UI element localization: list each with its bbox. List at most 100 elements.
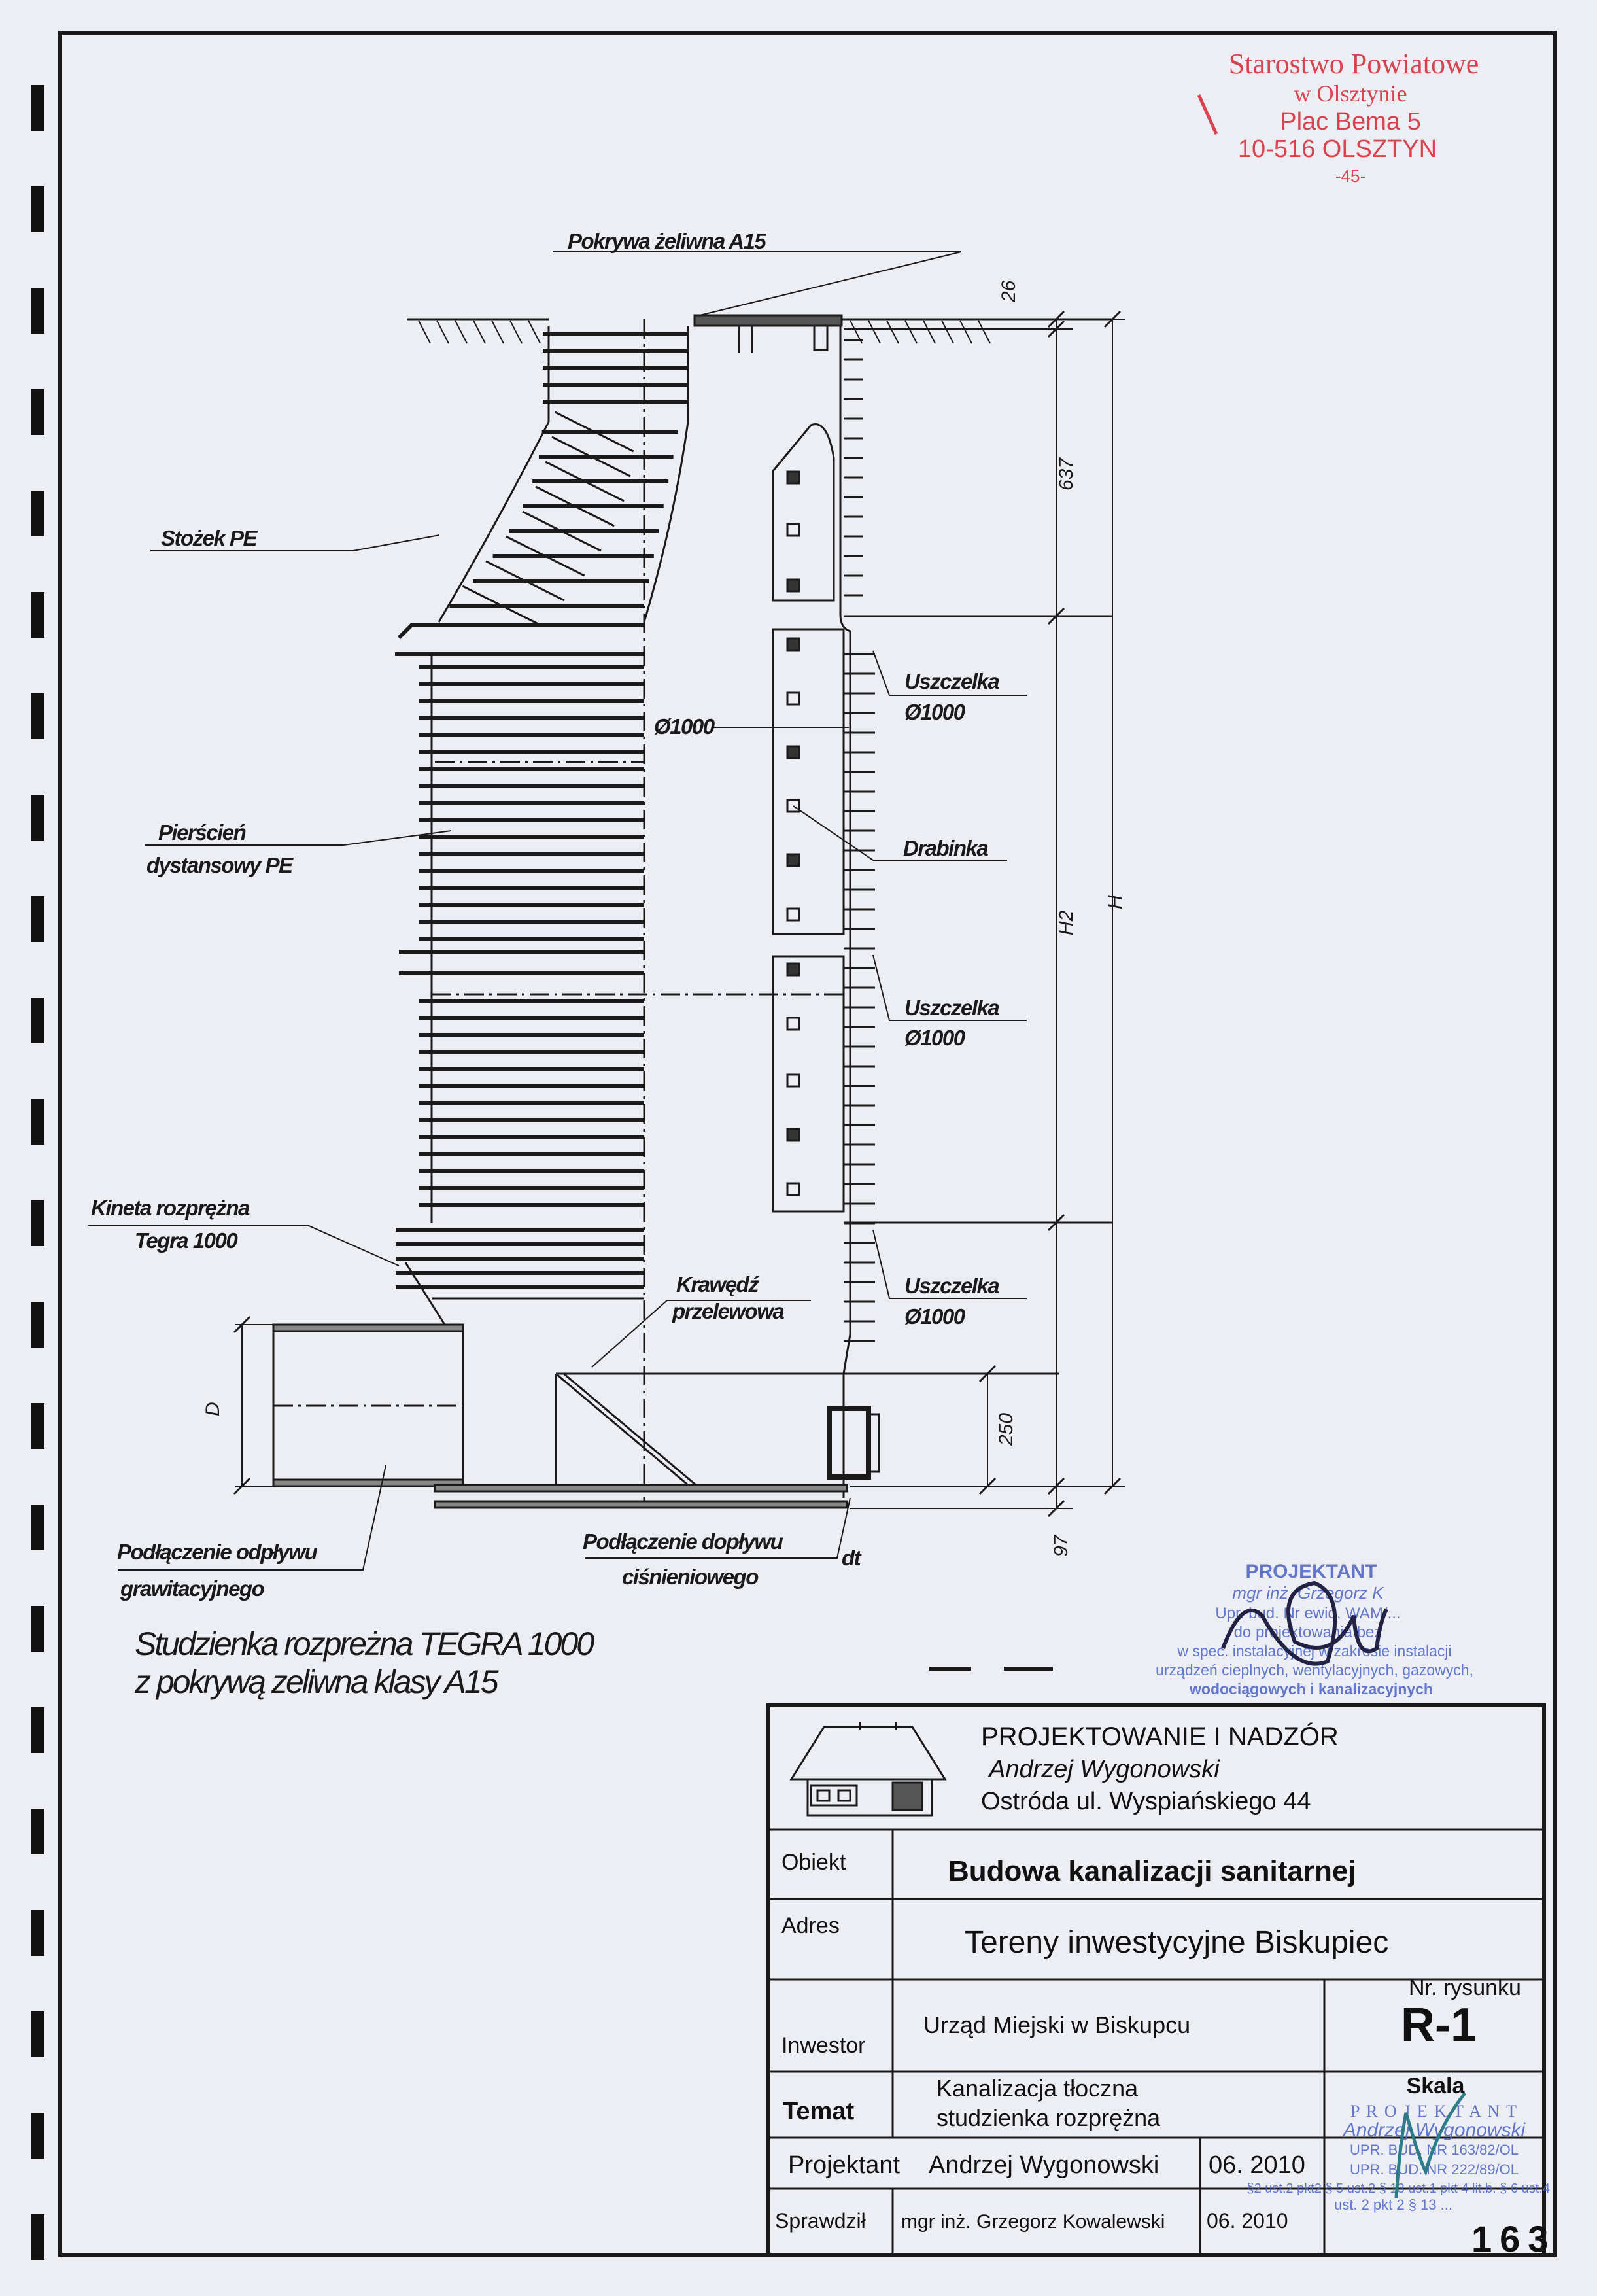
hatch-mark [509,320,523,344]
caption-line-2: z pokrywą zeliwna klasy A15 [134,1663,499,1700]
obiekt-value: Budowa kanalizacji sanitarnej [948,1855,1356,1887]
cone-diagonal [522,510,602,552]
binding-hole [31,2011,44,2057]
binding-hole [31,288,44,334]
stamp-line-2: w Olsztynie [1294,80,1407,107]
title-block-grid [768,1828,1544,2255]
author-stamp: P R O J E K T A N T Andrzej Wygonowski U… [1246,2092,1550,2213]
label-seal-2a: Uszczelka [904,996,999,1020]
ladder-rung [786,1017,800,1031]
cone-diagonal [551,436,631,478]
projektant-date: 06. 2010 [1209,2151,1305,2179]
leader-ladder [793,805,1007,861]
label-cover: Pokrywa żeliwna A15 [568,229,766,253]
dim-D: D [202,1402,224,1416]
binding-hole [31,1707,44,1753]
leader-seal-3 [872,1229,1027,1299]
kineta-wall [404,1262,644,1325]
shaft-right-wall [839,326,851,1498]
designer-stamp-line: do projektowania bez [1234,1624,1382,1641]
label-seal-2b: Ø1000 [904,1026,966,1050]
binding-hole [31,693,44,739]
label-dt: dt [842,1546,863,1570]
label-outlet-b: grawitacyjnego [120,1576,265,1601]
signature [1394,2092,1466,2199]
designer-stamp-line: wodociągowych i kanalizacyjnych [1189,1680,1433,1697]
binding-hole [31,491,44,536]
dimension-tick [233,1315,251,1334]
dim-H: H [1105,895,1126,909]
dimension-tick [1047,310,1065,328]
cone-diagonal [485,560,565,602]
outlet-pipe-ends [272,1325,464,1486]
joint-lines [432,761,844,996]
dimension-tick [1047,1213,1065,1232]
dimension-tick [1047,1499,1065,1518]
ladder-rung [786,1182,800,1196]
stamp-line-1: Starostwo Powiatowe [1229,48,1479,80]
inwestor-label: Inwestor [781,2033,866,2058]
label-seal-3b: Ø1000 [904,1304,966,1329]
company-owner: Andrzej Wygonowski [987,1756,1220,1783]
binding-hole [31,592,44,638]
ladder-panel-2 [772,628,845,935]
label-ring-b: dystansowy PE [146,853,294,877]
binding-hole [31,1606,44,1652]
wall-ribs [844,339,875,1342]
dim-26: 26 [998,280,1020,303]
cone-diagonal [535,485,615,527]
binding-holes [31,85,44,2260]
temat-line-1: Kanalizacja tłoczna [936,2075,1139,2102]
inlet-flange [867,1413,880,1473]
temat-line-2: studzienka rozprężna [936,2104,1161,2131]
binding-hole [31,1809,44,1854]
projektant-name: Andrzej Wygonowski [929,2151,1159,2179]
cone-right [643,421,689,623]
inwestor-value: Urząd Miejski w Biskupcu [923,2011,1190,2038]
author-stamp-name: Andrzej Wygonowski [1342,2119,1526,2141]
binding-hole [31,998,44,1043]
cone-ribs [449,411,679,627]
cone-diagonal [462,585,542,627]
binding-hole [31,896,44,942]
title-block: PROJEKTOWANIE I NADZÓR Andrzej Wygonowsk… [766,1703,1556,2259]
dimension-tick [978,1477,997,1495]
obiekt-label: Obiekt [781,1850,846,1875]
binding-hole [31,85,44,131]
ladder-rung [786,962,800,977]
cone-diagonal [554,411,634,453]
dim-637: 637 [1056,457,1077,491]
dimension-tick [1047,1477,1065,1495]
dimension-lines [844,319,1125,1509]
flange [395,623,644,656]
dimension-ticks [233,310,1122,1518]
binding-hole [31,1403,44,1449]
hatch-mark [455,320,468,344]
ladder-panel-1 [772,423,835,602]
label-seal-3a: Uszczelka [904,1274,999,1298]
outlet-pipe-top [272,1323,464,1332]
designer-stamp-line: w spec. instalacyjnej w zakresie instala… [1176,1643,1451,1660]
binding-hole [31,389,44,435]
leader-ring [145,830,452,846]
page-number: 163 [1471,2218,1556,2259]
coupling [399,950,644,975]
hatch-mark [528,320,541,344]
label-overflow-a: Krawędź [676,1272,759,1296]
stamp-line-4: 10-516 OLSZTYN [1238,135,1437,163]
label-seal-1a: Uszczelka [904,669,999,693]
ladder-rung [786,637,800,652]
hatch-mark [491,320,504,344]
company-address: Ostróda ul. Wyspiańskiego 44 [981,1788,1311,1815]
sprawdzil-date: 06. 2010 [1207,2209,1288,2233]
neck-ribs [543,332,688,404]
leader-overflow [591,1300,811,1368]
manhole-section-drawing: Pokrywa żeliwna A15 Stożek PE Ø1000 Uszc… [88,229,1126,1700]
binding-hole [31,1505,44,1550]
leader-kineta [88,1225,400,1266]
label-outlet-a: Podłączenie odpływu [117,1540,318,1564]
binding-hole [31,2214,44,2260]
leader-cover [553,251,962,316]
dim-H2: H2 [1056,910,1077,935]
